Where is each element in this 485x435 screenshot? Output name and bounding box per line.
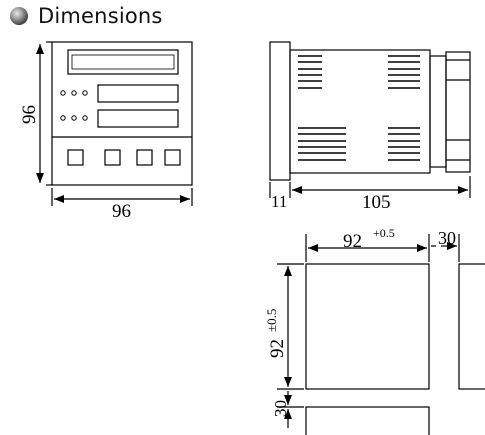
bezel-outline — [269, 41, 291, 181]
indicator-led — [82, 90, 88, 96]
key-button — [67, 149, 84, 166]
indicator-led — [71, 90, 77, 96]
cutout-width-tolerance: +0.5 — [373, 226, 395, 240]
adjacent-cutout-right — [458, 263, 485, 390]
vertical-spacing-label: 30 — [271, 400, 290, 417]
key-button — [164, 149, 181, 166]
indicator-led — [82, 115, 88, 121]
vent-slots — [298, 55, 420, 161]
horizontal-spacing-label: 30 — [438, 228, 456, 248]
section-header: Dimensions — [10, 2, 163, 30]
cutout-height-tolerance: ±0.5 — [264, 309, 279, 332]
round-bullet-icon — [10, 7, 28, 25]
middle-display-window — [97, 84, 179, 103]
cutout-height-label: 92 — [267, 339, 288, 358]
indicator-led — [71, 115, 77, 121]
top-display-inner — [71, 54, 175, 70]
key-button — [136, 149, 153, 166]
adjacent-cutout-below — [305, 406, 430, 435]
depth-label: 105 — [362, 192, 391, 213]
cutout-width-label: 92 — [343, 231, 362, 252]
lower-display-window — [97, 109, 179, 128]
indicator-led — [60, 115, 66, 121]
front-view — [36, 41, 193, 206]
panel-cutout — [277, 234, 485, 435]
front-panel-outline — [51, 41, 193, 186]
bezel-thickness-label: 11 — [271, 192, 287, 211]
side-view — [269, 41, 471, 198]
front-width-label: 96 — [112, 201, 131, 222]
front-height-label: 96 — [19, 105, 40, 124]
rear-terminal-block — [429, 55, 447, 168]
key-button — [104, 149, 121, 166]
section-title: Dimensions — [38, 4, 163, 28]
rear-connector — [445, 51, 471, 173]
top-display-window — [67, 49, 179, 75]
cutout-outline — [305, 263, 430, 390]
indicator-led — [60, 90, 66, 96]
